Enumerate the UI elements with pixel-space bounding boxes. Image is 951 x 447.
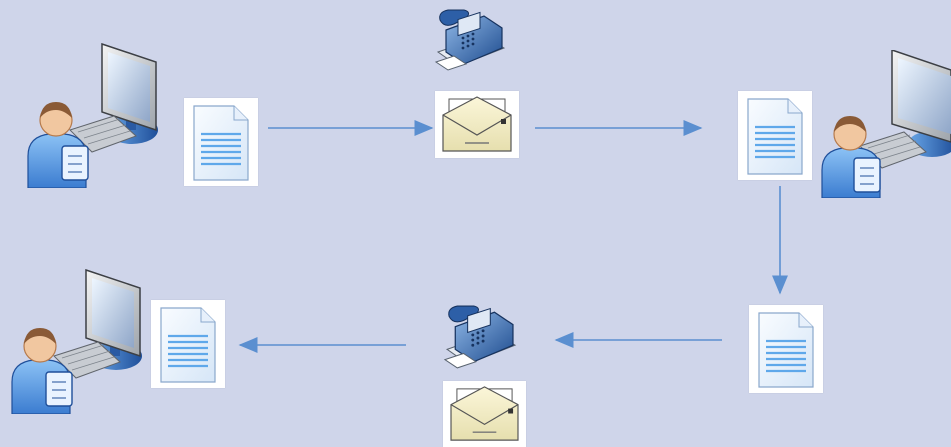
fax-machine-icon [443, 305, 517, 369]
fax-machine-icon [434, 9, 506, 71]
document-icon [184, 98, 258, 186]
document-icon [749, 305, 823, 393]
user-workstation-icon [11, 268, 142, 414]
envelope-icon [443, 381, 526, 447]
user-workstation-icon [27, 42, 158, 188]
document-icon [151, 300, 225, 388]
document-icon [738, 91, 812, 180]
envelope-icon [435, 91, 519, 158]
user-workstation-icon [821, 50, 951, 198]
